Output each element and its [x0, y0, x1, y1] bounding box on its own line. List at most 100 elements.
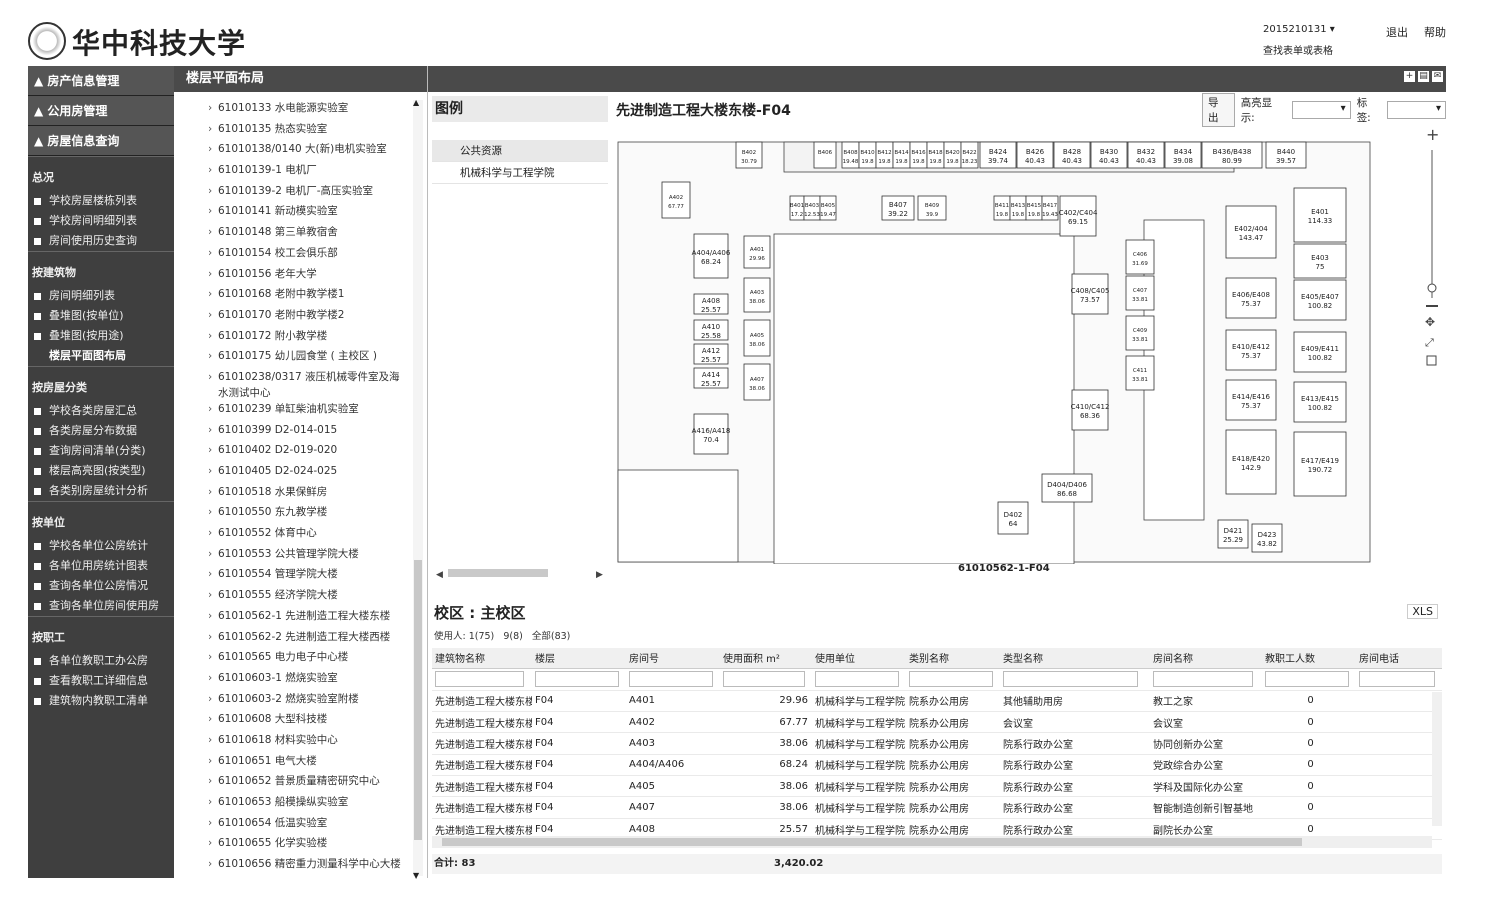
column-filter-input[interactable] — [1265, 671, 1349, 687]
column-header[interactable]: 类别名称 — [906, 648, 1000, 669]
expand-arrow-icon[interactable]: › — [208, 329, 213, 342]
expand-arrow-icon[interactable]: › — [208, 288, 213, 301]
room-outline[interactable] — [1041, 195, 1059, 221]
sidebar-item[interactable]: 各类房屋分布数据 — [28, 421, 174, 441]
tree-item-building[interactable]: ›61010653 船模操纵实验室 — [174, 794, 412, 815]
tree-item-building[interactable]: ›61010399 D2-014-015 — [174, 422, 412, 443]
expand-arrow-icon[interactable]: › — [208, 733, 213, 746]
room-outline[interactable] — [1293, 381, 1347, 423]
sidebar-item[interactable]: 各单位用房统计图表 — [28, 556, 174, 576]
room-outline[interactable] — [1225, 205, 1277, 259]
room-outline[interactable] — [1225, 329, 1277, 371]
tree-item-building[interactable]: ›61010603-2 燃烧实验室附楼 — [174, 691, 412, 712]
expand-arrow-icon[interactable]: › — [208, 775, 213, 788]
expand-arrow-icon[interactable]: › — [208, 671, 213, 684]
expand-arrow-icon[interactable]: › — [208, 184, 213, 197]
column-filter-input[interactable] — [1153, 671, 1254, 687]
expand-arrow-icon[interactable]: › — [208, 205, 213, 218]
sidebar-item[interactable]: 楼层高亮图(按类型) — [28, 461, 174, 481]
sidebar-item[interactable]: 查询各单位公房情况 — [28, 576, 174, 596]
tree-item-building[interactable]: ›61010651 电气大楼 — [174, 753, 412, 774]
hscroll-thumb[interactable] — [448, 569, 548, 577]
sidebar-head-0[interactable]: ▲ 房产信息管理 — [28, 66, 174, 96]
sidebar-item[interactable]: 学校房间明细列表 — [28, 211, 174, 231]
pan-icon[interactable]: ✥ — [1425, 315, 1435, 329]
room-outline[interactable] — [1225, 379, 1277, 421]
tree-item-building[interactable]: ›61010553 公共管理学院大楼 — [174, 546, 412, 567]
tree-item-building[interactable]: ›61010172 附小教学楼 — [174, 328, 412, 349]
scroll-down-arrow-icon[interactable]: ▼ — [413, 871, 420, 880]
expand-arrow-icon[interactable]: › — [208, 122, 213, 135]
sidebar-item[interactable]: 学校各单位公房统计 — [28, 536, 174, 556]
expand-arrow-icon[interactable]: › — [208, 568, 213, 581]
tree-item-building[interactable]: ›61010562-1 先进制造工程大楼东楼 — [174, 608, 412, 629]
tree-item-building[interactable]: ›61010655 化学实验楼 — [174, 835, 412, 856]
sidebar-item[interactable]: 各单位教职工办公房 — [28, 651, 174, 671]
legend-horizontal-scrollbar[interactable]: ◀ ▶ — [432, 562, 608, 584]
search-hint-link[interactable]: 查找表单或表格 — [1263, 46, 1333, 57]
tree-item-building[interactable]: ›61010156 老年大学 — [174, 266, 412, 287]
tree-item-building[interactable]: ›61010170 老附中教学楼2 — [174, 307, 412, 328]
room-outline[interactable] — [1090, 141, 1128, 169]
tree-item-building[interactable]: ›61010148 第三单教宿舍 — [174, 224, 412, 245]
expand-arrow-icon[interactable]: › — [208, 350, 213, 363]
column-filter-input[interactable] — [1359, 671, 1436, 687]
expand-arrow-icon[interactable]: › — [208, 837, 213, 850]
room-outline[interactable] — [819, 195, 837, 221]
expand-arrow-icon[interactable]: › — [208, 143, 213, 156]
room-outline[interactable] — [917, 195, 947, 221]
tree-item-building[interactable]: ›61010239 单缸柴油机实验室 — [174, 401, 412, 422]
column-header[interactable]: 房间电话 — [1356, 648, 1442, 669]
room-outline[interactable] — [693, 413, 729, 455]
room-outline[interactable] — [1125, 239, 1155, 275]
tree-item-building[interactable]: ›61010565 电力电子中心楼 — [174, 649, 412, 670]
expand-arrow-icon[interactable]: › — [208, 754, 213, 767]
column-filter-input[interactable] — [1003, 671, 1139, 687]
hscroll-thumb[interactable] — [442, 838, 1302, 846]
tree-item-building[interactable]: ›61010402 D2-019-020 — [174, 442, 412, 463]
fit-icon[interactable]: ⤢ — [1425, 336, 1434, 349]
expand-arrow-icon[interactable]: › — [208, 609, 213, 622]
room-outline[interactable] — [960, 141, 979, 169]
sidebar-item[interactable]: 查询房间清单(分类) — [28, 441, 174, 461]
tree-item-building[interactable]: ›61010518 水果保鲜房 — [174, 484, 412, 505]
sidebar-item[interactable]: 查询各单位房间使用房 — [28, 596, 174, 616]
tree-item-building[interactable]: ›61010618 材料实验中心 — [174, 732, 412, 753]
column-filter-input[interactable] — [815, 671, 899, 687]
table-vertical-scrollbar[interactable] — [1432, 692, 1442, 826]
sidebar-item[interactable]: 查看教职工详细信息 — [28, 671, 174, 691]
column-header[interactable]: 使用面积 m² — [720, 648, 812, 669]
sidebar-item[interactable]: 叠堆图(按用途) — [28, 326, 174, 346]
tree-item-building[interactable]: ›61010135 热态实验室 — [174, 121, 412, 142]
column-filter-input[interactable] — [723, 671, 805, 687]
sidebar-head-1[interactable]: ▲ 公用房管理 — [28, 96, 174, 126]
tree-item-building[interactable]: ›61010133 水电能源实验室 — [174, 100, 412, 121]
room-outline[interactable] — [813, 141, 837, 169]
tree-item-building[interactable]: ›61010238/0317 液压机械零件室及海水测试中心 — [174, 369, 412, 401]
select-box-icon[interactable] — [1426, 355, 1437, 366]
